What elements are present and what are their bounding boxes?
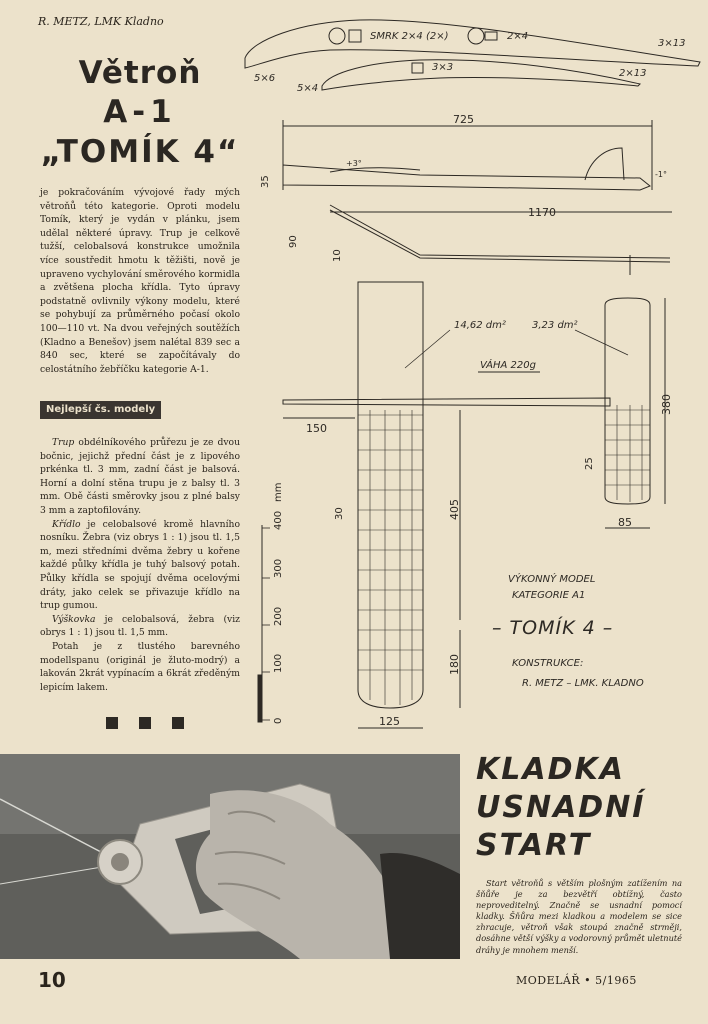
label-wing-le: 5×6 (254, 73, 275, 84)
dim-fuselage-length: 725 (453, 113, 474, 126)
dim-stab-chord: 380 (660, 394, 673, 415)
stab-angle: -1° (655, 170, 667, 179)
dim-wing-chord: 125 (379, 715, 400, 728)
dim-span: 1170 (528, 206, 556, 219)
kladka-title-2: USNADNÍ (476, 790, 646, 825)
dim-dihedral-2: 10 (332, 249, 343, 262)
label-wing-spar2: 2×4 (507, 31, 528, 42)
square-mark (106, 717, 118, 729)
body-paragraph-trup: Trup obdélníkového průřezu je ze dvou bo… (40, 436, 240, 518)
wing-profile (244, 19, 701, 69)
weight: VÁHA 220g (480, 358, 536, 371)
caption-line-2: KATEGORIE A1 (512, 590, 585, 601)
text-potah: Potah je z tlustého barevného modellspan… (40, 640, 240, 693)
label-wing-spar: SMRK 2×4 (2×) (370, 31, 449, 42)
leader-line (404, 329, 451, 369)
text-vyskovka: je celobalsová, žebra (viz obrys 1 : 1) … (40, 613, 240, 639)
wing-angle: +3° (346, 159, 362, 168)
scale-bar-fill (257, 674, 263, 723)
caption-line-1: VÝKONNÝ MODEL (508, 572, 595, 585)
caption-name: – TOMÍK 4 – (492, 616, 613, 639)
scale-unit: mm (273, 483, 284, 502)
fuselage-plan (282, 397, 611, 407)
wing-side (329, 167, 421, 173)
text-trup: obdélníkového průřezu je ze dvou bočnic,… (40, 437, 240, 516)
caption-designer: R. METZ – LMK. KLADNO (522, 678, 644, 689)
text-kridlo: je celobalsové kromě hlavního nosníku. Ž… (40, 518, 240, 612)
scale-label: 300 (273, 559, 284, 578)
body-paragraph-vyskovka: Výškovka je celobalsová, žebra (viz obry… (40, 613, 240, 640)
title-line-3: „TOMÍK 4“ (40, 134, 240, 170)
dim-fuselage-height: 35 (260, 175, 271, 188)
scale-label: 200 (273, 607, 284, 626)
leader-line (574, 329, 629, 356)
stab-ribs (605, 405, 650, 502)
label-wing-te: 3×13 (658, 38, 685, 49)
body-paragraph-potah: Potah je z tlustého barevného modellspan… (40, 640, 240, 694)
stab-profile (321, 59, 641, 91)
label-stab-spar: 3×3 (432, 62, 453, 73)
dihedral-line (329, 209, 671, 263)
wing-plan (357, 281, 424, 709)
spar-circle (467, 27, 485, 45)
dim-stab-small: 25 (584, 457, 595, 470)
scale-ticks (262, 527, 270, 721)
kladka-caption: Start větroňů s větším plošným zatížením… (476, 878, 682, 956)
photo-illustration (0, 754, 460, 959)
stab-spar-box (411, 62, 424, 74)
section-badge: Nejlepší čs. modely (40, 401, 162, 419)
footer-magazine: MODELÁŘ • 5/1965 (516, 974, 637, 987)
dim-stab-width: 85 (618, 516, 632, 529)
kladka-title-1: KLADKA (476, 752, 625, 787)
kladka-text: Start větroňů s větším plošným zatížením… (476, 878, 682, 955)
technical-drawing: SMRK 2×4 (2×) 2×4 3×13 5×6 3×3 2×13 5×4 … (244, 19, 701, 729)
author-line: R. METZ, LMK Kladno (38, 15, 164, 28)
label-stab-te: 2×13 (619, 68, 646, 79)
dim-wing-mid: 405 (448, 499, 461, 520)
page-number: 10 (38, 968, 66, 992)
dim-wing-tip: 180 (448, 654, 461, 675)
dim-rib: 30 (334, 507, 345, 520)
dihedral-line (329, 204, 671, 259)
dim-dihedral-1: 90 (288, 235, 299, 248)
label-stab-le: 5×4 (297, 83, 318, 94)
intro-paragraph: je pokračováním vývojové řady mých větro… (40, 186, 240, 376)
title-line-1: Větroň (78, 55, 202, 91)
kladka-title-3: START (476, 828, 592, 863)
term-vyskovka: Výškovka (52, 613, 96, 625)
square-mark (172, 717, 184, 729)
photo-kladka (0, 754, 460, 959)
fuselage-side (282, 164, 651, 191)
spar-box (484, 31, 498, 41)
end-squares (106, 714, 205, 733)
body-paragraph-kridlo: Křídlo je celobalsové kromě hlavního nos… (40, 518, 240, 613)
fin-side (584, 147, 625, 181)
stab-plan (604, 297, 651, 505)
body-text: Trup obdélníkového průřezu je ze dvou bo… (40, 436, 240, 694)
wing-ribs (358, 410, 423, 705)
title-line-2: A-1 (103, 94, 177, 130)
wing-area: 14,62 dm² (454, 320, 506, 331)
scale-label: 400 (273, 511, 284, 530)
term-kridlo: Křídlo (52, 518, 81, 530)
scale-label: 0 (273, 718, 284, 724)
square-mark (139, 717, 151, 729)
spar-circle (328, 27, 346, 45)
spar-box (348, 29, 362, 43)
stab-area: 3,23 dm² (532, 320, 578, 331)
scale-label: 100 (273, 654, 284, 673)
intro-text: je pokračováním vývojové řady mých větro… (40, 187, 240, 375)
caption-label: KONSTRUKCE: (512, 658, 583, 669)
term-trup: Trup (52, 437, 75, 448)
dim-nose: 150 (306, 422, 327, 435)
